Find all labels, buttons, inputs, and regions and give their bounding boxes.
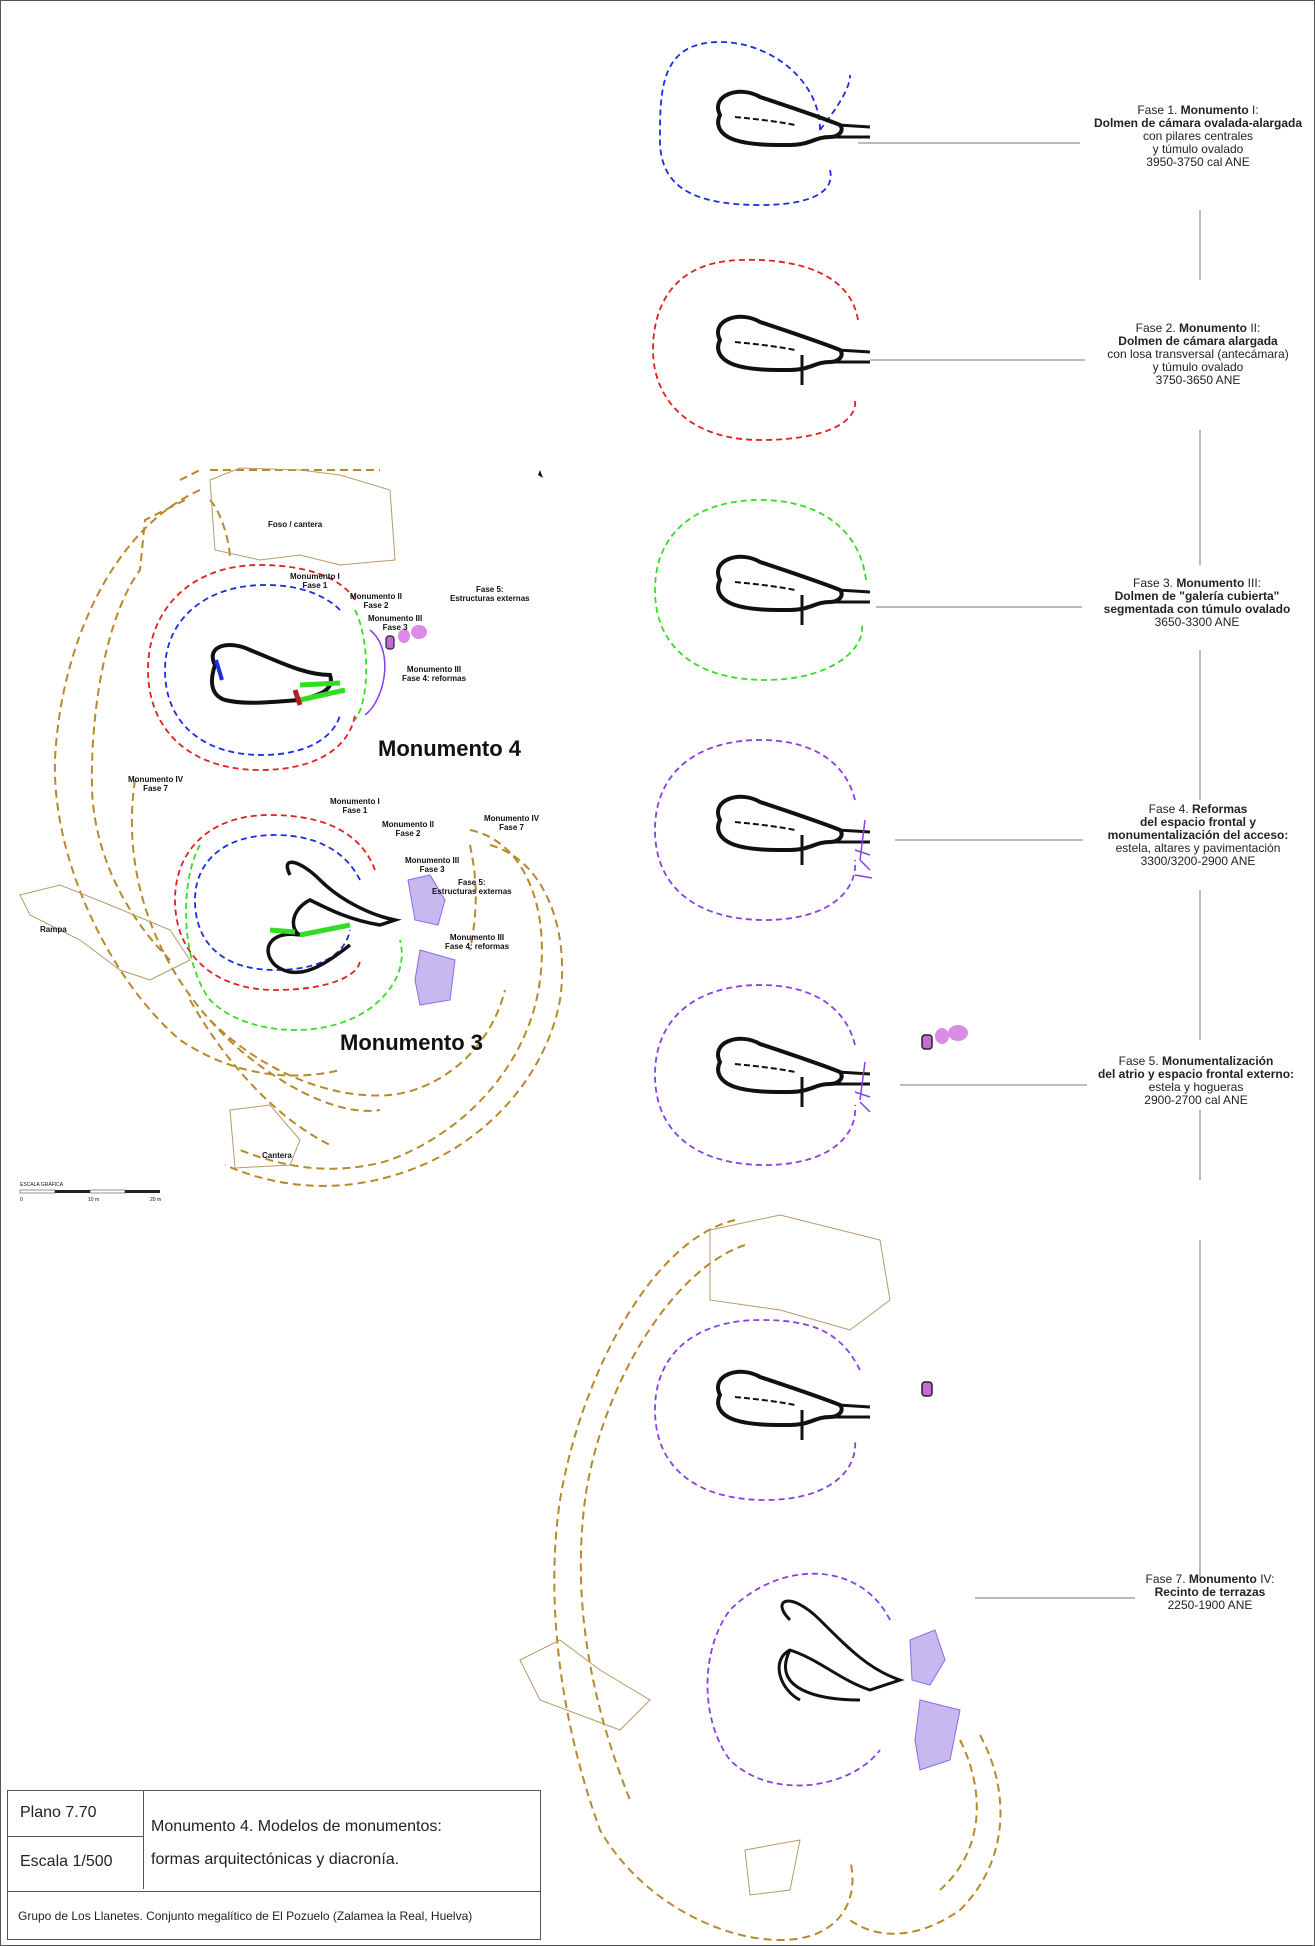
phase7-diagram (519, 1214, 1002, 1942)
foso-label: Foso / cantera (268, 520, 323, 529)
phase1-label: Fase 1. Monumento I: Dolmen de cámara ov… (1093, 103, 1303, 169)
m3-fase5-label: Fase 5:Estructuras externas (432, 878, 512, 896)
rampa-label: Rampa (40, 925, 67, 934)
title-line-1: Monumento 4. Modelos de monumentos: (151, 1818, 442, 1835)
footer-credit: Grupo de Los Llanetes. Conjunto megalíti… (18, 1909, 473, 1923)
phase5-diagram (654, 984, 968, 1166)
scale-value: Escala 1/500 (20, 1853, 113, 1870)
phase2-label: Fase 2. Monumento II: Dolmen de cámara a… (1107, 321, 1289, 387)
left-plan (19, 467, 564, 1187)
plano-number: Plano 7.70 (20, 1804, 97, 1821)
scale-tick-0: 0 (20, 1197, 23, 1203)
scale-bar (19, 1189, 160, 1194)
scale-tick-20: 20 m (150, 1197, 162, 1203)
phase3-diagram (654, 499, 872, 681)
north-arrow-icon (538, 470, 543, 478)
phase4-label: Fase 4. Reformas del espacio frontal y m… (1107, 802, 1289, 868)
phase4-diagram (654, 739, 873, 921)
scale-tick-10: 10 m (88, 1197, 100, 1203)
m4-fase5-label: Fase 5:Estructuras externas (450, 585, 530, 603)
monumento3-title: Monumento 3 (340, 1030, 483, 1055)
phase1-diagram (659, 41, 872, 206)
phase5-label: Fase 5. Monumentalización del atrio y es… (1097, 1054, 1295, 1107)
phase3-label: Fase 3. Monumento III: Dolmen de "galerí… (1103, 576, 1291, 629)
phase7-label: Fase 7. Monumento IV: Recinto de terraza… (1145, 1572, 1275, 1612)
scale-label: ESCALA GRÁFICA (20, 1182, 64, 1188)
monumento4-title: Monumento 4 (378, 736, 521, 761)
title-line-2: formas arquitectónicas y diacronía. (151, 1851, 400, 1868)
title-block: Plano 7.70 Escala 1/500 Monumento 4. Mod… (7, 1790, 541, 1940)
cantera-label: Cantera (262, 1151, 292, 1160)
phase2-diagram (652, 258, 872, 441)
